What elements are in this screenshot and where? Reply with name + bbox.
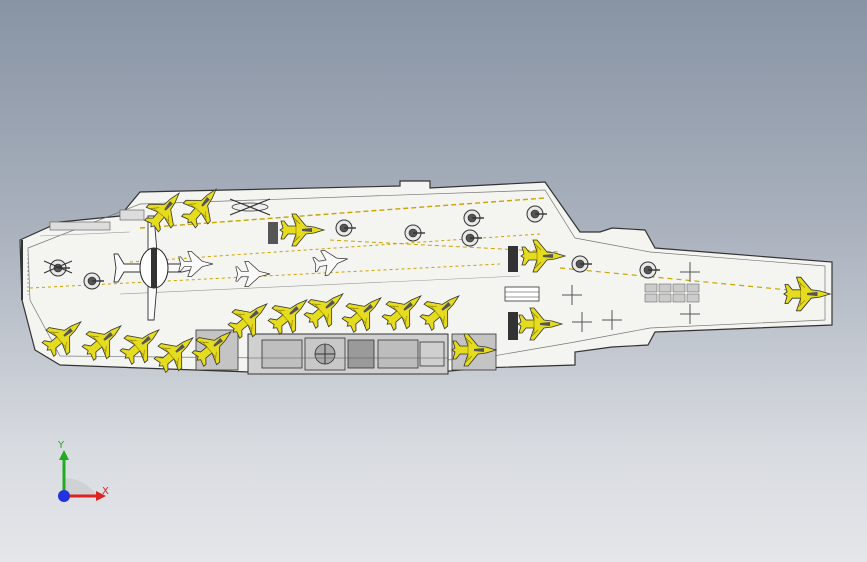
orientation-triad: Y X (40, 438, 130, 518)
axis-triad-icon (58, 450, 106, 502)
bow-deck-grid (644, 283, 700, 303)
x-axis-label: X (102, 486, 109, 497)
aew-aircraft (113, 215, 199, 321)
island-superstructure (195, 329, 497, 375)
z-axis-dot (58, 490, 70, 502)
helicopter (229, 198, 271, 216)
y-axis-label: Y (58, 440, 65, 451)
